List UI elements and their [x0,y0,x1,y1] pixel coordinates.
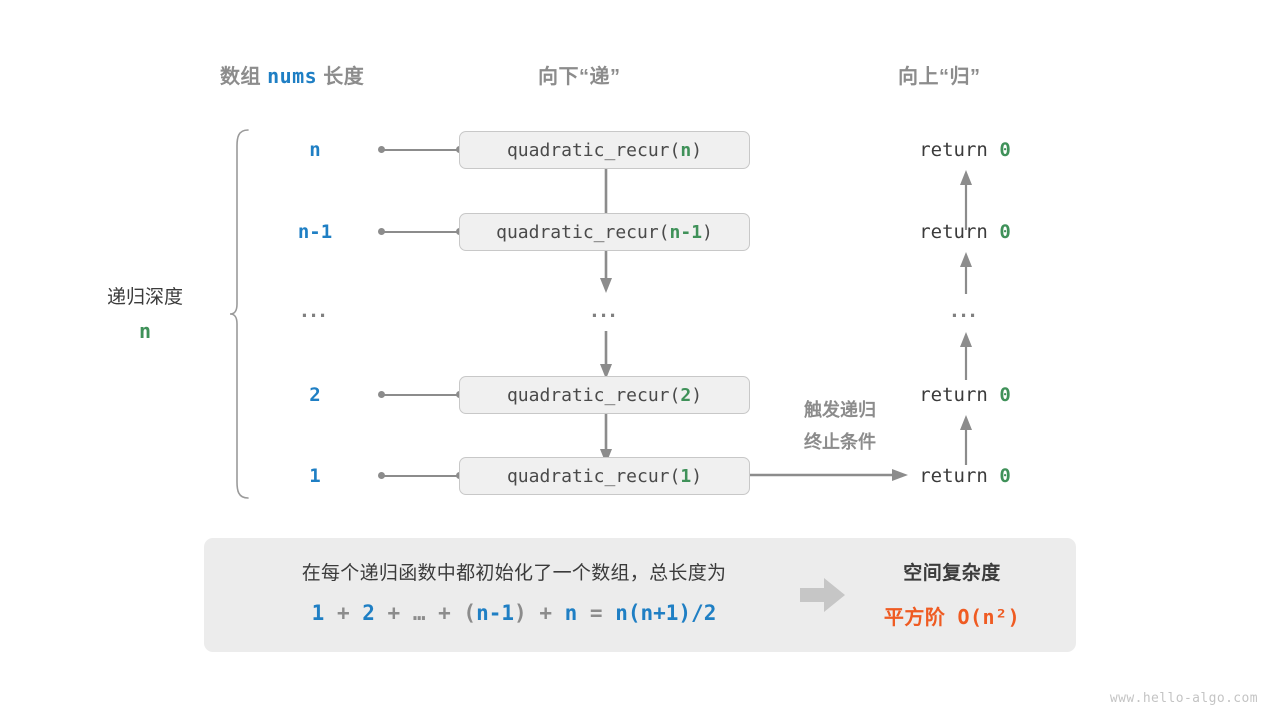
column-header-array-length: 数组 nums 长度 [220,60,364,89]
call-box-suffix-row-4: ) [691,465,703,487]
complexity-value: 平方阶 O(n²) [844,601,1060,630]
watermark: www.hello-algo.com [1109,691,1258,706]
depth-brace [228,128,254,505]
summary-arrow-icon [800,576,846,619]
call-box-arg-row-3: 2 [680,384,692,406]
column-header-ascend: 向上“归” [898,66,981,88]
depth-value-row-0: n [309,139,321,161]
call-box-row-3[interactable]: quadratic_recur(2) [459,376,750,414]
header-left-code: nums [267,64,318,88]
return-keyword-row-0: return [919,139,1000,161]
connector-line-row-3 [381,393,461,396]
formula-term-2: 2 [362,601,375,625]
call-box-suffix-row-1: ) [702,221,713,243]
formula-left-paren: ( [463,601,477,625]
header-left-pre: 数组 [220,66,268,88]
depth-value-row-4: 1 [309,465,321,487]
call-box-arg-row-1: n-1 [669,221,703,243]
formula-result: n(n+1)/2 [615,601,717,625]
return-row-4: return 0 [875,465,1055,487]
formula-equals: = [577,601,616,625]
formula-op-2: + [374,601,413,625]
complexity-label: 平方阶 [883,607,946,629]
return-row-2: ... [951,297,979,322]
call-box-row-2: ... [591,297,619,322]
call-box-arg-row-0: n [680,139,692,161]
ascend-arrow-2-to-1 [955,250,977,299]
header-left-post: 长度 [317,66,365,88]
formula-right-paren: ) [514,601,527,625]
connector-line-row-4 [381,474,461,477]
complexity-big-o: O(n²) [957,605,1021,629]
return-value-row-1: 0 [999,221,1011,243]
call-box-suffix-row-0: ) [691,139,703,161]
summary-panel: 在每个递归函数中都初始化了一个数组，总长度为 1 + 2 + … + (n-1)… [204,538,1076,652]
return-value-row-4: 0 [999,465,1011,487]
descend-arrow-2-to-3 [595,331,617,386]
return-row-3: return 0 [875,384,1055,406]
call-box-suffix-row-3: ) [691,384,703,406]
summary-right: 空间复杂度 平方阶 O(n²) [844,558,1060,630]
depth-value-row-3: 2 [309,384,321,406]
formula-term-4: n [564,601,578,625]
call-box-prefix-row-0: quadratic_recur( [506,139,681,161]
return-keyword-row-3: return [919,384,1000,406]
formula-op-4: + [526,601,565,625]
call-box-prefix-row-3: quadratic_recur( [506,384,681,406]
formula-term-3: n-1 [476,601,515,625]
ascend-arrow-1-to-0 [955,168,977,235]
termination-note-line1: 触发递归 [804,400,876,420]
return-value-row-0: 0 [999,139,1011,161]
ascend-arrow-3-to-2 [955,330,977,385]
formula-ellipsis: … [412,601,426,625]
return-keyword-row-1: return [919,221,1000,243]
return-row-0: return 0 [875,139,1055,161]
connector-line-row-0 [381,148,461,151]
call-box-row-4[interactable]: quadratic_recur(1) [459,457,750,495]
call-box-row-0[interactable]: quadratic_recur(n) [459,131,750,169]
recursion-depth-text: 递归深度 [106,287,183,308]
formula-op-1: + [324,601,363,625]
base-case-arrow [750,464,910,491]
recursion-depth-label: 递归深度 n [75,282,215,348]
summary-left: 在每个递归函数中都初始化了一个数组，总长度为 1 + 2 + … + (n-1)… [234,558,794,625]
recursion-depth-value: n [138,319,152,344]
depth-value-row-2: ... [301,297,329,322]
termination-note-line2: 终止条件 [804,431,876,452]
call-box-prefix-row-1: quadratic_recur( [496,221,670,243]
termination-note: 触发递归 终止条件 [765,395,915,458]
return-row-1: return 0 [875,221,1055,243]
formula-term-1: 1 [311,601,325,625]
ascend-arrow-4-to-3 [955,413,977,470]
call-box-prefix-row-4: quadratic_recur( [506,465,681,487]
formula-op-3: + [425,601,464,625]
return-keyword-row-4: return [919,465,1000,487]
column-header-descend: 向下“递” [538,66,621,88]
summary-description: 在每个递归函数中都初始化了一个数组，总长度为 [301,563,727,584]
descend-arrow-1-to-2 [595,251,617,300]
complexity-title: 空间复杂度 [903,563,1001,584]
call-box-row-1[interactable]: quadratic_recur(n-1) [459,213,750,251]
summary-formula: 1 + 2 + … + (n-1) + n = n(n+1)/2 [234,601,794,625]
call-box-arg-row-4: 1 [680,465,692,487]
descend-arrow-3-to-4 [595,414,617,471]
return-value-row-3: 0 [999,384,1011,406]
connector-line-row-1 [381,230,461,233]
depth-value-row-1: n-1 [297,221,333,243]
